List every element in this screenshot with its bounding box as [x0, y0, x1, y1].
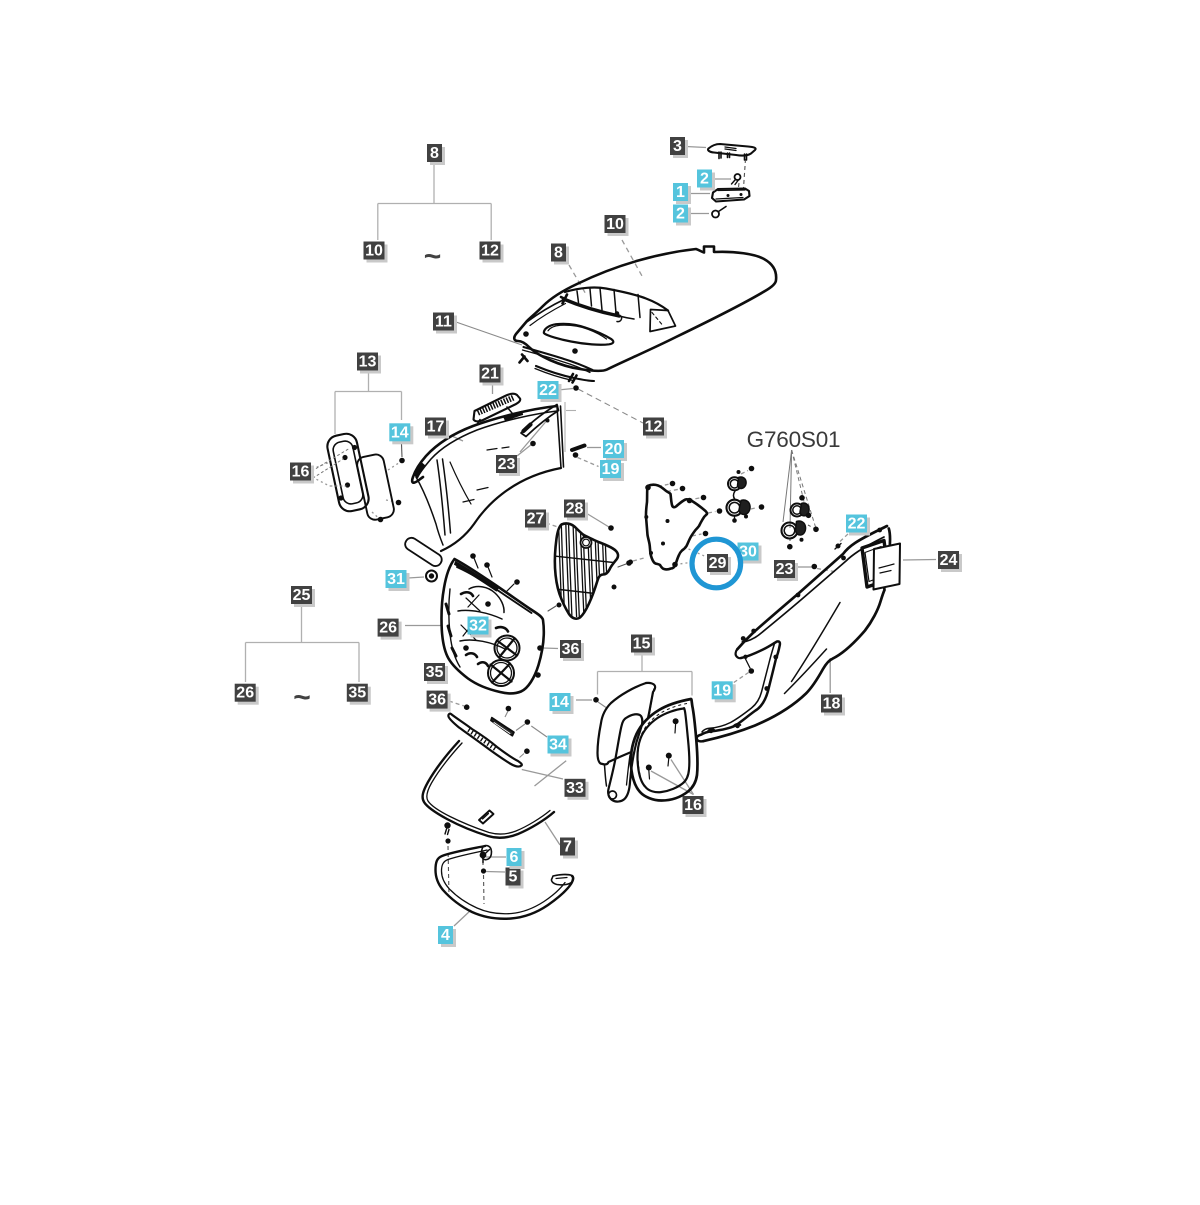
svg-text:G760S01: G760S01 — [747, 427, 841, 452]
svg-text:26: 26 — [236, 685, 254, 702]
svg-text:3: 3 — [673, 138, 682, 155]
svg-text:21: 21 — [481, 366, 499, 383]
svg-text:4: 4 — [441, 927, 450, 944]
svg-text:20: 20 — [605, 441, 623, 458]
svg-text:2: 2 — [700, 171, 709, 188]
svg-text:31: 31 — [387, 571, 405, 588]
svg-text:13: 13 — [359, 354, 377, 371]
svg-text:15: 15 — [633, 636, 651, 653]
svg-text:33: 33 — [566, 780, 584, 797]
svg-text:34: 34 — [549, 737, 567, 754]
svg-text:11: 11 — [435, 314, 452, 331]
svg-text:23: 23 — [498, 456, 516, 473]
svg-text:36: 36 — [562, 641, 580, 658]
svg-text:16: 16 — [684, 797, 702, 814]
svg-text:6: 6 — [510, 849, 519, 866]
svg-text:10: 10 — [365, 243, 383, 260]
svg-text:28: 28 — [566, 501, 584, 518]
svg-text:8: 8 — [430, 145, 439, 162]
svg-text:14: 14 — [391, 424, 409, 441]
svg-text:12: 12 — [645, 419, 663, 436]
svg-text:32: 32 — [469, 618, 487, 635]
svg-text:29: 29 — [709, 555, 727, 572]
svg-text:35: 35 — [348, 685, 366, 702]
svg-text:25: 25 — [293, 587, 311, 604]
svg-text:2: 2 — [676, 206, 685, 223]
svg-text:1: 1 — [676, 184, 685, 201]
svg-text:22: 22 — [539, 382, 557, 399]
svg-text:8: 8 — [554, 245, 563, 262]
svg-text:24: 24 — [940, 552, 958, 569]
svg-text:10: 10 — [606, 216, 624, 233]
svg-text:36: 36 — [428, 692, 446, 709]
svg-text:19: 19 — [602, 461, 620, 478]
svg-text:16: 16 — [292, 464, 310, 481]
svg-text:17: 17 — [427, 419, 445, 436]
svg-text:14: 14 — [551, 694, 569, 711]
svg-text:~: ~ — [293, 681, 311, 714]
svg-text:18: 18 — [823, 696, 841, 713]
svg-text:5: 5 — [509, 869, 518, 886]
svg-text:19: 19 — [713, 682, 731, 699]
svg-text:35: 35 — [426, 664, 444, 681]
svg-text:7: 7 — [563, 839, 572, 856]
svg-text:26: 26 — [379, 620, 397, 637]
svg-text:12: 12 — [481, 243, 499, 260]
svg-text:30: 30 — [739, 544, 757, 561]
svg-text:22: 22 — [848, 516, 866, 533]
svg-text:23: 23 — [776, 561, 794, 578]
svg-text:~: ~ — [424, 240, 442, 273]
svg-text:27: 27 — [527, 511, 545, 528]
